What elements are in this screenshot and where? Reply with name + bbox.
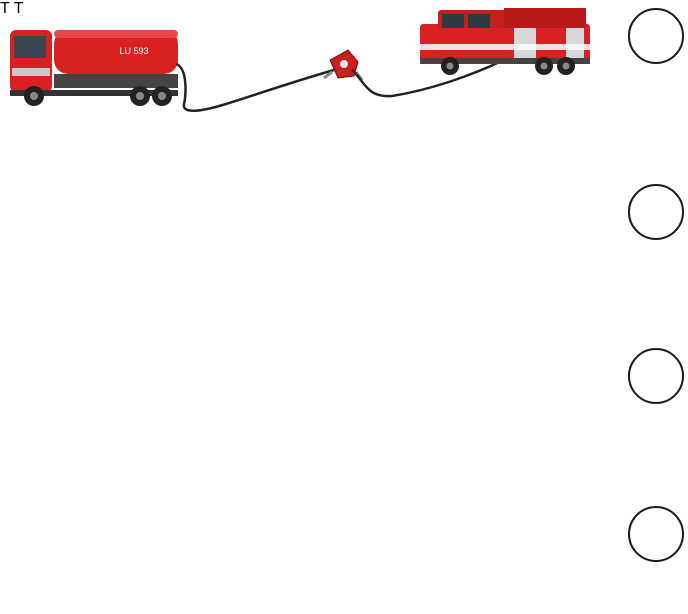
answer-circle-3[interactable]	[628, 348, 684, 404]
fire-engine	[420, 8, 590, 75]
tanker-plate: LU 593	[119, 46, 148, 56]
water-tanker-truck: LU 593	[10, 30, 178, 106]
hose-1b	[352, 60, 504, 96]
answer-circle-1[interactable]	[628, 8, 684, 64]
hose-1a	[176, 64, 334, 111]
row-1: LU 593	[10, 8, 590, 111]
answer-circle-2[interactable]	[628, 184, 684, 240]
answer-circle-4[interactable]	[628, 506, 684, 562]
